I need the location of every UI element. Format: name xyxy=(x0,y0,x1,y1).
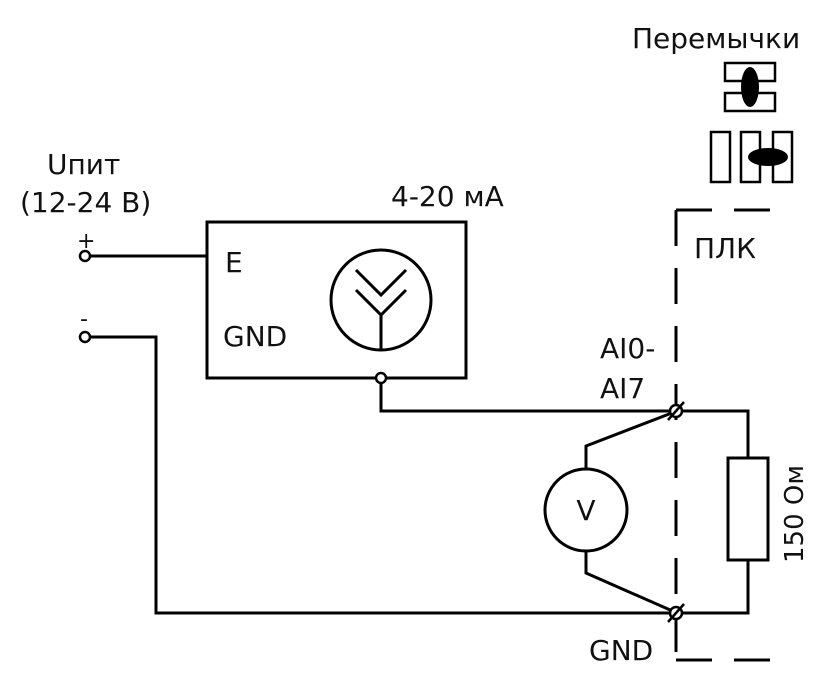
supply-plus: + xyxy=(77,229,95,254)
wire-minus-to-gnd xyxy=(90,335,677,615)
voltmeter-icon xyxy=(543,467,629,553)
sensor-terminal-gnd: GND xyxy=(223,320,287,353)
wire-voltmeter-top xyxy=(584,409,678,470)
sensor-terminal-e: E xyxy=(225,246,243,279)
plc-ai-terminal xyxy=(667,401,685,421)
wire-voltmeter-bottom xyxy=(584,550,678,615)
plc-ai-line2: AI7 xyxy=(600,372,645,405)
supply-minus: - xyxy=(80,307,88,332)
plc-ai-line1: AI0- xyxy=(600,332,655,365)
current-source-icon xyxy=(329,248,433,352)
supply-minus-terminal xyxy=(78,330,92,344)
sensor-output-node xyxy=(374,371,388,385)
jumpers-title: Перемычки xyxy=(632,22,800,55)
wire-resistor-top xyxy=(677,409,750,458)
plc-label: ПЛК xyxy=(694,232,756,265)
jumper-vertical-icon xyxy=(709,130,794,184)
supply-range: (12-24 В) xyxy=(20,186,151,219)
wire-resistor-bottom xyxy=(677,560,750,615)
sensor-box xyxy=(205,220,468,380)
resistor-icon xyxy=(726,456,770,562)
supply-plus-terminal xyxy=(78,249,92,263)
voltmeter-symbol: V xyxy=(576,494,595,527)
sensor-signal-label: 4-20 мА xyxy=(391,180,504,213)
plc-gnd-terminal xyxy=(667,603,685,623)
wire-sensor-out xyxy=(379,383,677,413)
jumper-horizontal-icon xyxy=(723,61,777,113)
supply-title: Uпит xyxy=(47,148,120,181)
resistor-value: 150 Ом xyxy=(780,465,810,563)
plc-gnd-label: GND xyxy=(589,634,653,667)
